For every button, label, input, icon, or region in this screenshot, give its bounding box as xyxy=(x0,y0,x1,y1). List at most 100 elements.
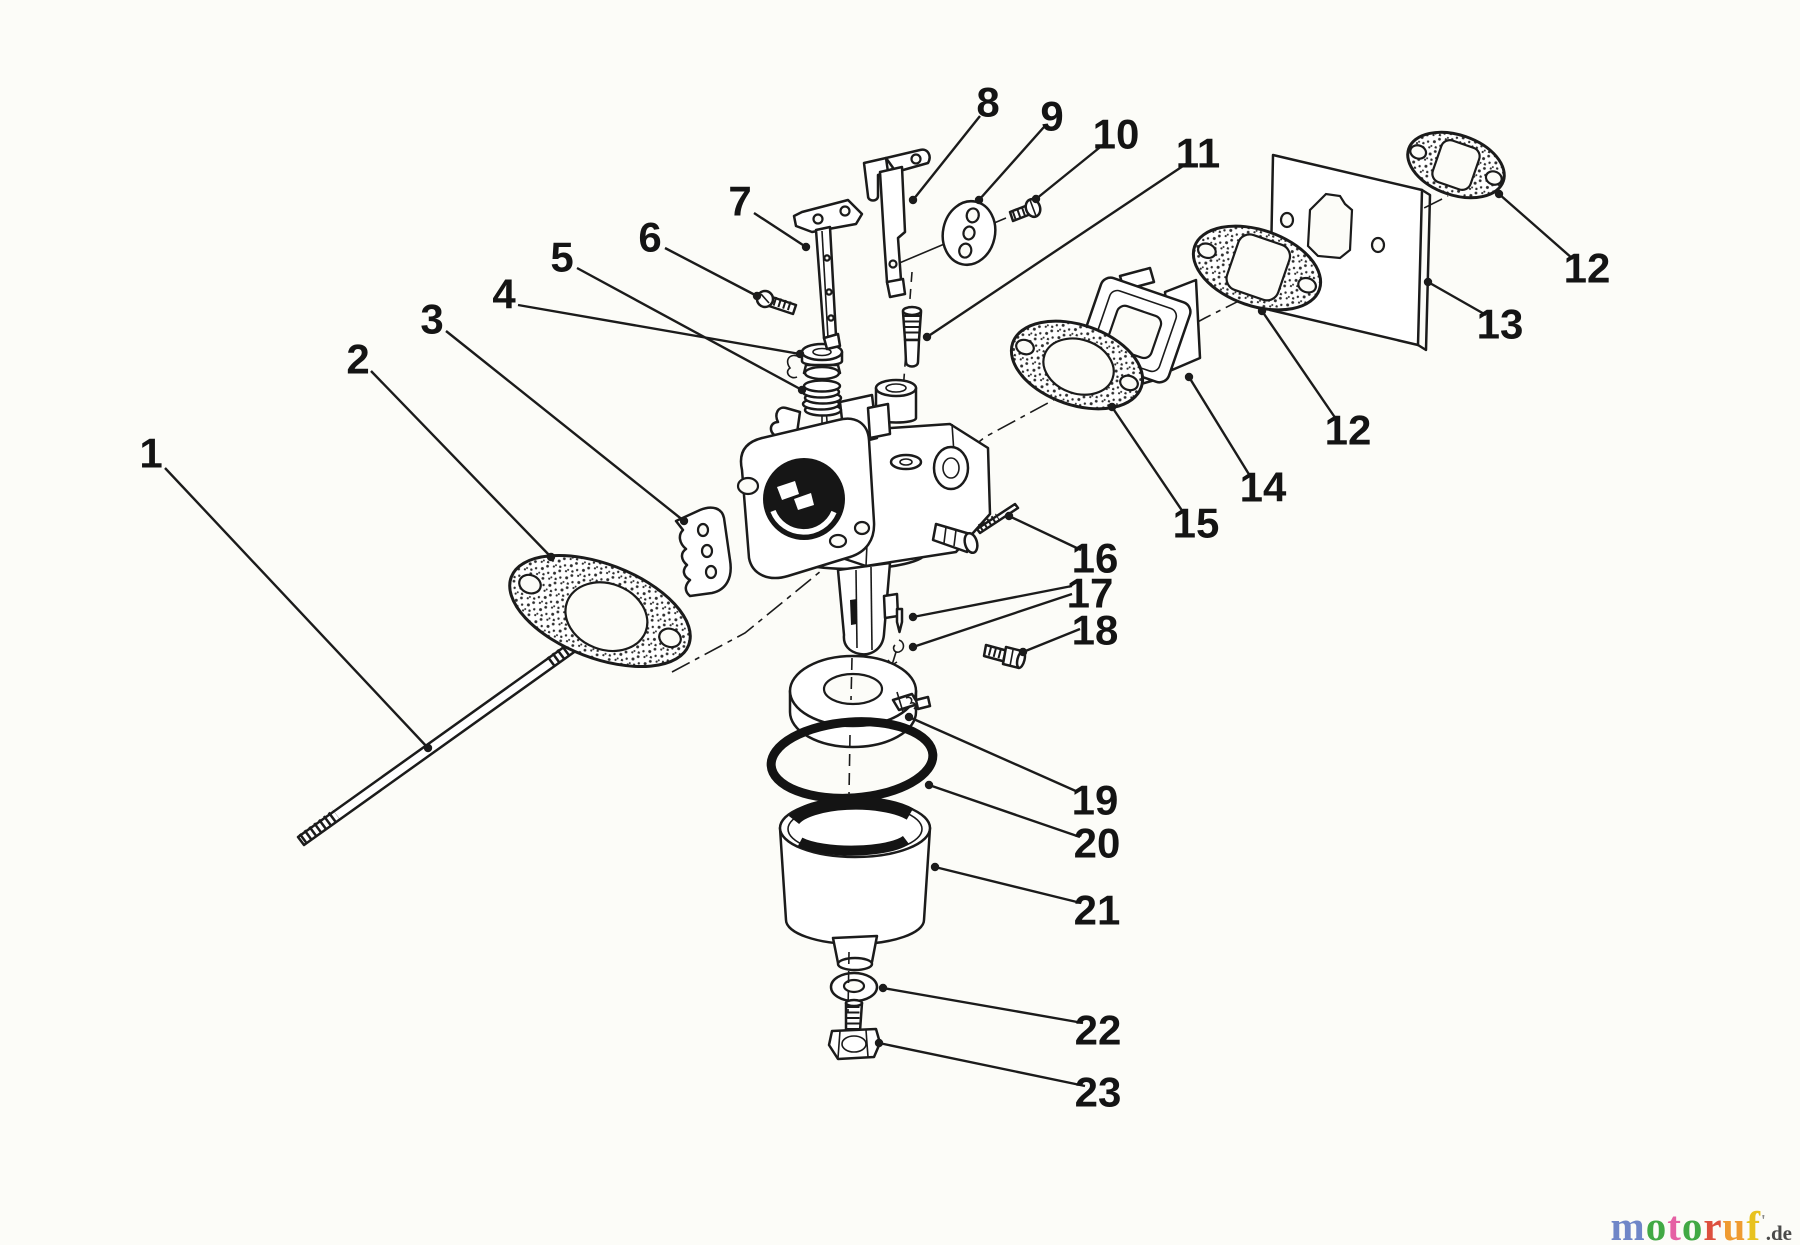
callout-16-pin: 16 xyxy=(1072,535,1119,582)
bowl-axis-dashline-middle xyxy=(848,657,853,796)
watermark-letter: o xyxy=(1681,1203,1704,1245)
leader-endpoint-4 xyxy=(795,349,805,359)
leader-endpoint-18 xyxy=(1018,647,1028,657)
leader-endpoint-16 xyxy=(1004,511,1014,521)
bowl-axis-dashline-bottom xyxy=(847,951,850,1013)
callout-10-screw: 10 xyxy=(1093,111,1140,158)
leader-endpoint-19 xyxy=(904,712,914,722)
leader-endpoint-21 xyxy=(930,862,940,872)
leader-line-16 xyxy=(1008,514,1082,552)
callout-5-spring: 5 xyxy=(550,234,573,281)
callout-21-float-bowl: 21 xyxy=(1074,887,1121,934)
leader-endpoint-2 xyxy=(546,552,556,562)
leader-line-1 xyxy=(164,467,429,749)
callout-4-needle-seat: 4 xyxy=(492,271,516,318)
leader-line-17 xyxy=(912,592,1073,649)
leader-line-5 xyxy=(576,266,803,392)
leader-line-8 xyxy=(912,115,981,201)
part-float-bowl xyxy=(778,796,932,972)
callout-14-insulator-spacer: 14 xyxy=(1240,464,1287,511)
bowl-shading-crescent xyxy=(788,796,914,825)
leader-endpoint-10 xyxy=(1031,194,1041,204)
part-throttle-shaft xyxy=(792,198,864,351)
bowl-mount-tube xyxy=(836,561,892,656)
watermark-letter: t xyxy=(1667,1203,1682,1245)
watermark-mark: ' xyxy=(1761,1211,1766,1230)
leader-endpoint-8 xyxy=(908,195,918,205)
leader-line-7 xyxy=(753,211,807,249)
leader-endpoint-17 xyxy=(908,642,918,652)
watermark-letter: f xyxy=(1746,1203,1762,1245)
leader-endpoint-12 xyxy=(1257,306,1267,316)
watermark-letter: r xyxy=(1703,1203,1723,1245)
part-mounting-stud xyxy=(296,635,586,847)
part-choke-shaft xyxy=(862,148,931,299)
callout-2-flange-gasket: 2 xyxy=(346,336,369,383)
callout-11-main-jet: 11 xyxy=(1176,130,1220,177)
leader-line-22 xyxy=(882,986,1084,1025)
leader-endpoint-14 xyxy=(1184,372,1194,382)
leader-line-14 xyxy=(1187,376,1252,477)
callout-20-o-ring: 20 xyxy=(1074,820,1121,867)
leader-line-11 xyxy=(926,163,1187,338)
part-spring xyxy=(801,379,843,417)
part-washer xyxy=(829,971,879,1003)
leader-endpoint-17 xyxy=(908,612,918,622)
leader-line-6 xyxy=(664,246,758,298)
part-gasket-15 xyxy=(1009,319,1145,411)
leader-endpoint-1 xyxy=(423,743,433,753)
watermark-letter: o xyxy=(1645,1203,1668,1245)
leader-line-23 xyxy=(878,1041,1086,1088)
leader-line-4 xyxy=(517,303,801,356)
watermark-letter: u xyxy=(1722,1203,1747,1245)
watermark-suffix: .de xyxy=(1765,1221,1792,1245)
leader-endpoint-15 xyxy=(1107,402,1117,412)
leader-line-20 xyxy=(928,783,1081,839)
callout-3-baffle-plate: 3 xyxy=(420,296,443,343)
leader-line-15 xyxy=(1111,406,1184,513)
part-baffle-plate xyxy=(674,506,732,598)
leader-endpoint-11 xyxy=(922,332,932,342)
leader-line-10 xyxy=(1035,143,1105,200)
part-screw-6 xyxy=(755,289,798,316)
watermark-logo: motoruf'.de xyxy=(1611,1197,1792,1245)
part-screw-18 xyxy=(982,643,1027,670)
leader-endpoint-5 xyxy=(797,385,807,395)
part-screw-10 xyxy=(1008,197,1042,223)
callout-12-gasket: 12 xyxy=(1325,407,1372,454)
leader-endpoint-20 xyxy=(924,780,934,790)
leader-line-17 xyxy=(912,584,1073,619)
part-pin-16 xyxy=(975,502,1020,535)
leader-endpoint-9 xyxy=(974,195,984,205)
leader-endpoint-13 xyxy=(1423,277,1433,287)
callout-7-throttle-shaft: 7 xyxy=(728,178,751,225)
part-float-needle-and-clip xyxy=(887,607,905,666)
part-gasket-12-upper xyxy=(1406,130,1506,200)
part-gasket-12-middle xyxy=(1191,224,1323,312)
leader-line-19 xyxy=(908,715,1079,794)
part-choke-plate xyxy=(941,199,997,267)
fuel-inlet-nipple xyxy=(931,522,972,554)
leader-line-9 xyxy=(978,126,1045,201)
callout-12-gasket: 12 xyxy=(1564,245,1611,292)
seat-axis-dashline xyxy=(820,344,829,435)
leader-line-13 xyxy=(1427,280,1487,317)
leader-line-3 xyxy=(445,330,685,522)
leader-line-2 xyxy=(370,370,552,558)
callout-19-float: 19 xyxy=(1072,777,1119,824)
watermark-letter: m xyxy=(1610,1203,1646,1245)
leader-line-18 xyxy=(1022,627,1081,654)
leader-endpoint-22 xyxy=(878,983,888,993)
part-main-jet xyxy=(901,305,923,368)
part-needle-seat xyxy=(786,342,844,381)
callout-15-gasket: 15 xyxy=(1173,500,1220,547)
callout-18-screw: 18 xyxy=(1072,607,1119,654)
callout-1-mounting-stud: 1 xyxy=(139,430,162,477)
callout-8-choke-shaft: 8 xyxy=(976,79,999,126)
leader-endpoint-12 xyxy=(1494,189,1504,199)
leader-endpoint-6 xyxy=(752,291,762,301)
leader-line-12 xyxy=(1498,193,1574,260)
